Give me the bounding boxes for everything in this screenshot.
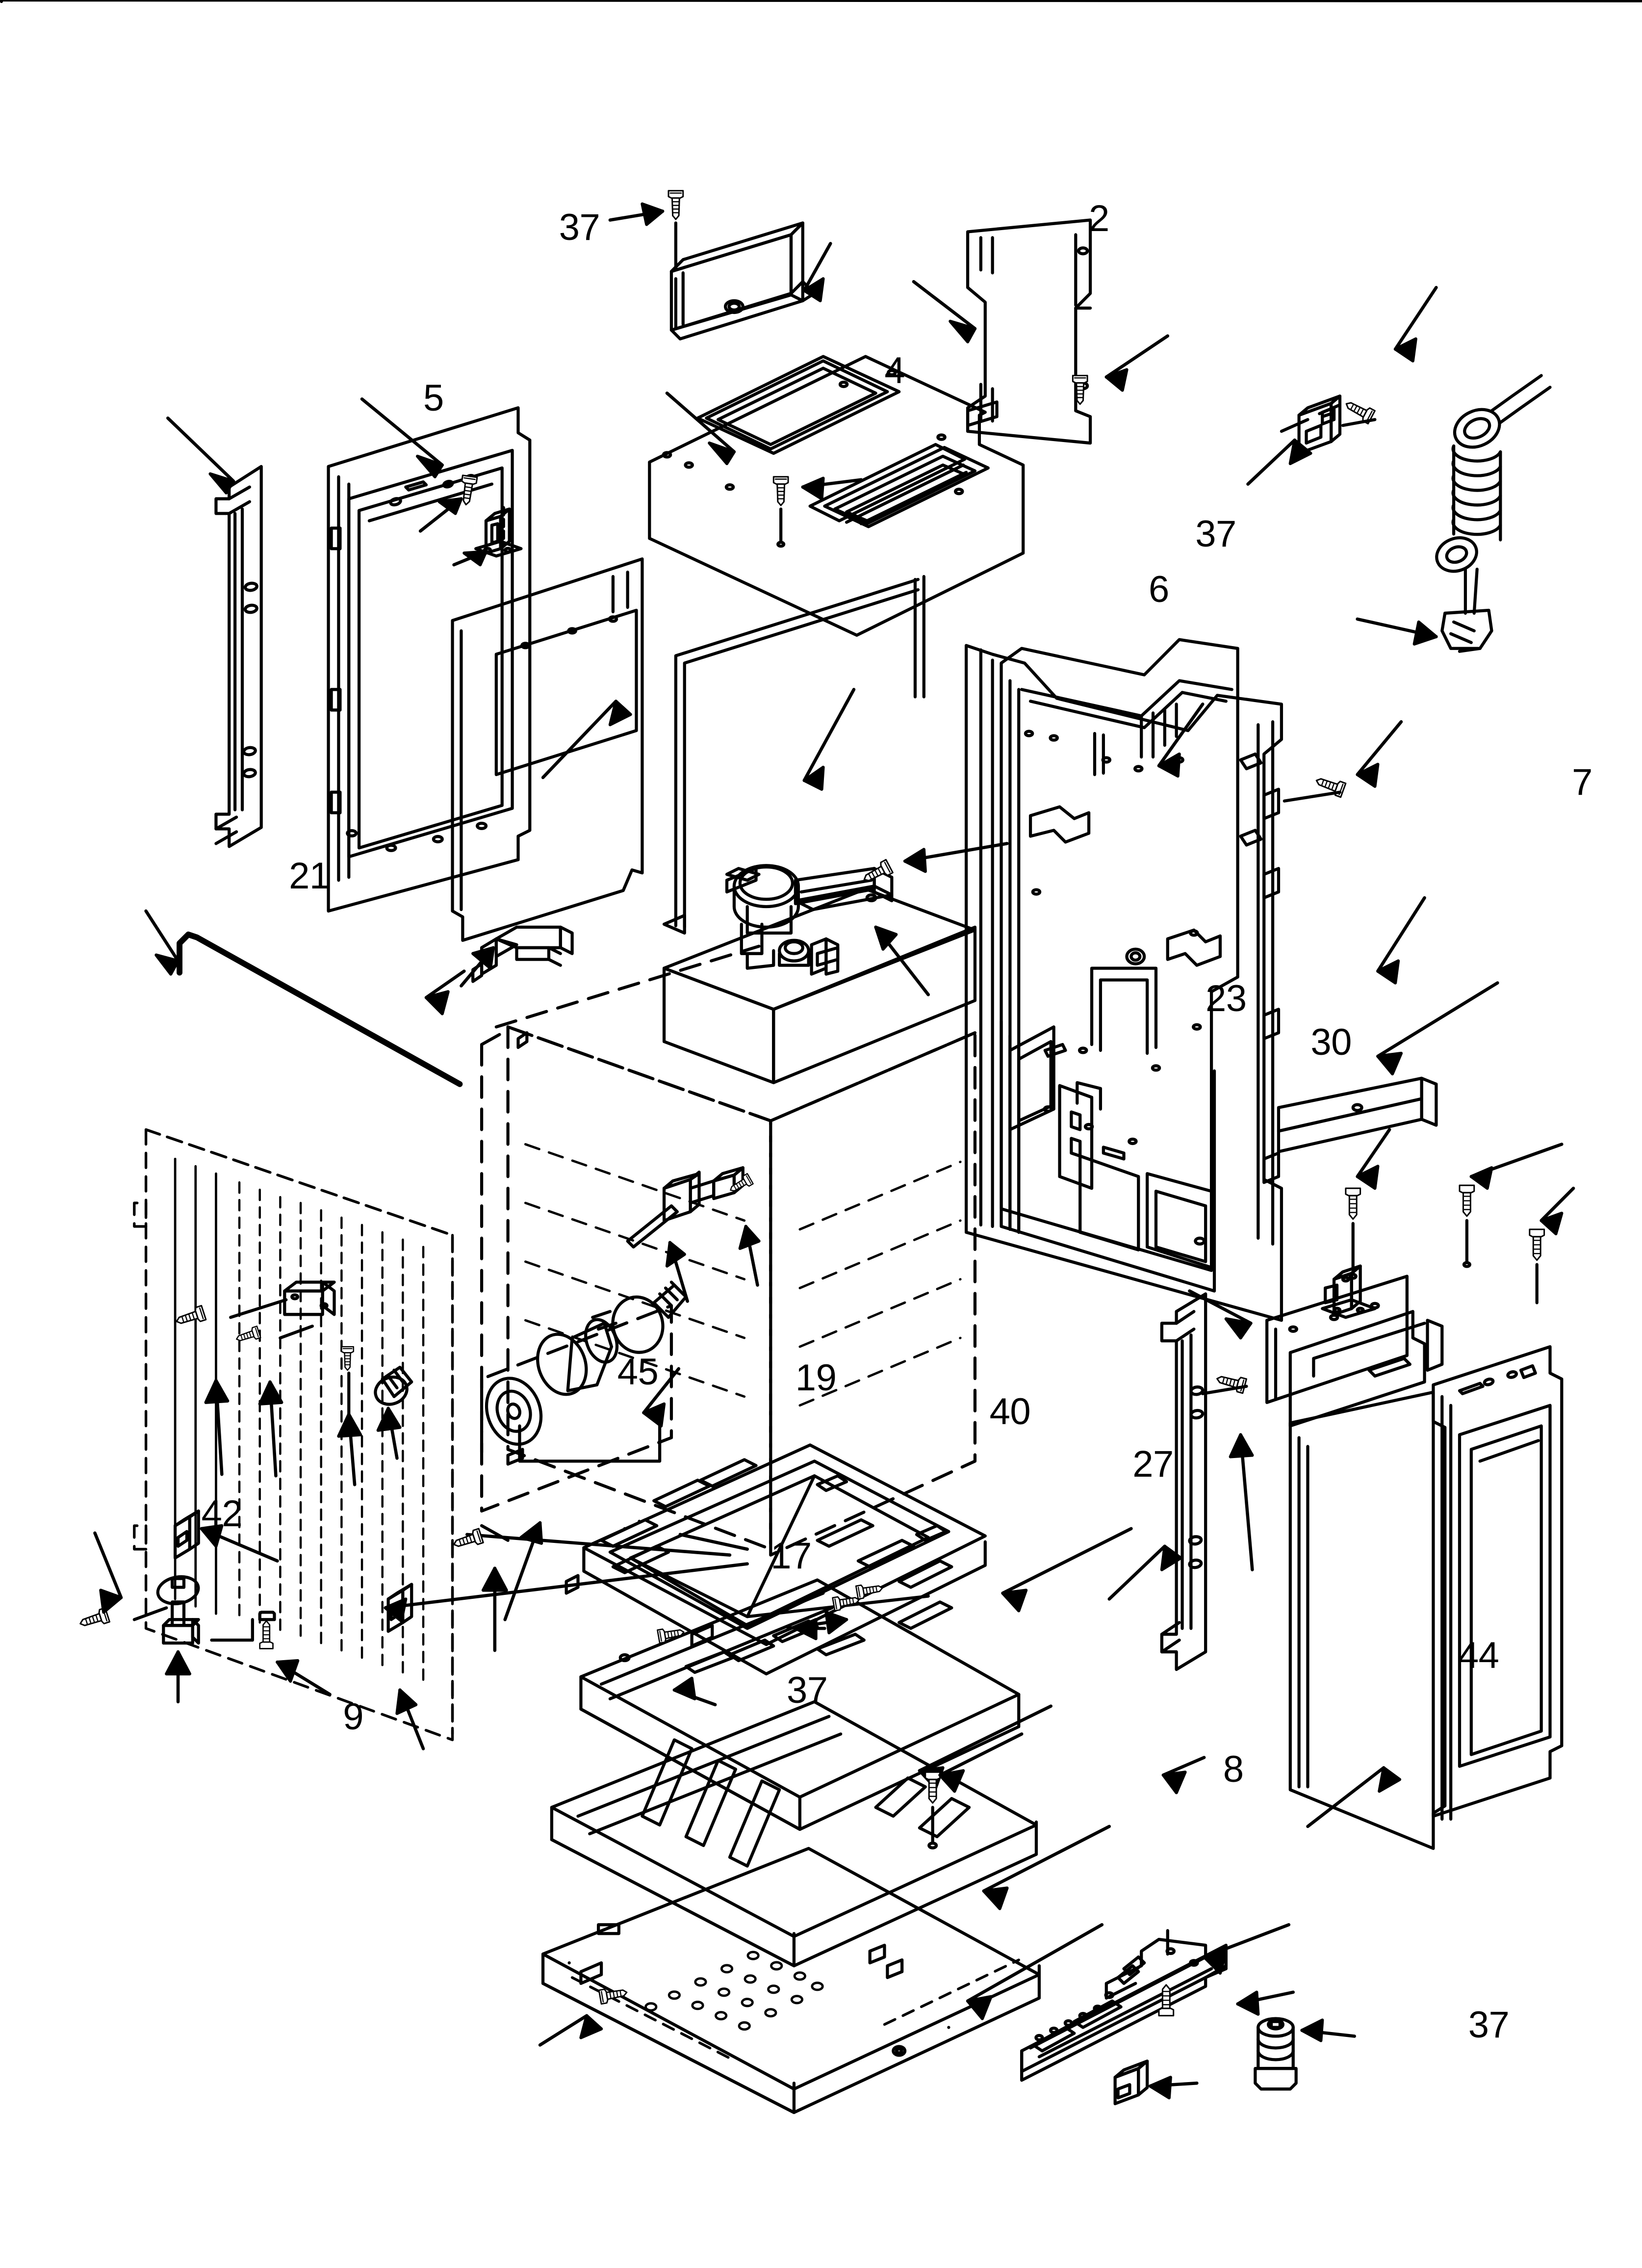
callout-number: 4	[884, 349, 905, 391]
callout-number: 37	[1468, 2004, 1510, 2046]
callout-number: 9	[343, 1695, 364, 1738]
callout-number: 37	[1195, 513, 1236, 555]
callout-number: 7	[1572, 761, 1592, 804]
callout-number: 37	[559, 207, 600, 249]
callout-number: 2	[1089, 198, 1109, 240]
callout-number: 44	[1458, 1634, 1499, 1676]
callout-number: 45	[617, 1351, 659, 1393]
callout-number: 8	[1223, 1748, 1244, 1790]
callout-number: 17	[770, 1535, 812, 1577]
callout-number: 6	[1149, 569, 1169, 611]
callout-number: 27	[1132, 1443, 1174, 1485]
callout-number: 30	[1310, 1021, 1352, 1063]
callout-number: 19	[795, 1357, 837, 1399]
callout-number: 40	[989, 1390, 1031, 1433]
callout-number: 37	[786, 1669, 828, 1712]
callout-number: 23	[1206, 977, 1247, 1019]
callout-number: 5	[423, 377, 444, 419]
callout-number: 21	[289, 855, 330, 897]
callout-number: 42	[201, 1493, 243, 1535]
